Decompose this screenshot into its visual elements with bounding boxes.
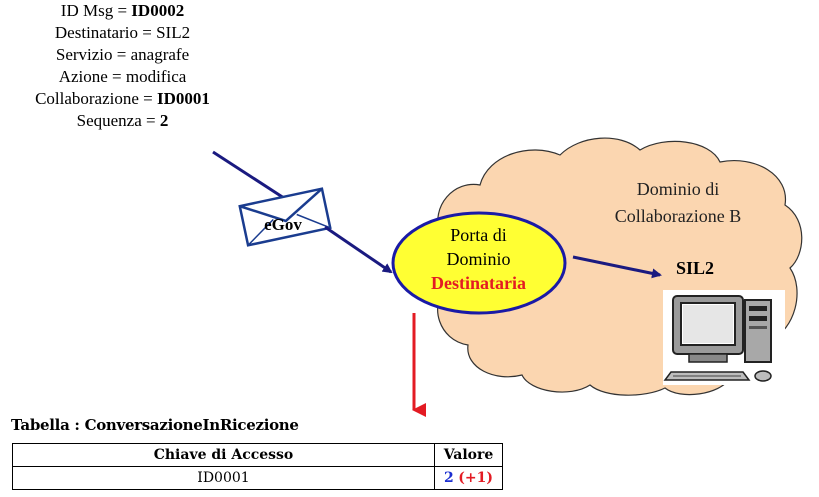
cell-value: 2 (+1) xyxy=(434,466,503,490)
cloud-label-line2: Collaborazione B xyxy=(614,206,742,226)
msg-servizio: Servizio = anagrafe xyxy=(55,45,190,64)
porta-label: Porta di Dominio Destinataria xyxy=(396,223,561,295)
porta-di-dominio-ellipse xyxy=(391,211,567,315)
porta-label-line1: Porta di xyxy=(450,225,507,245)
conversation-table: Chiave di Accesso Valore ID0001 2 (+1) xyxy=(12,443,503,490)
envelope-label: eGov xyxy=(264,215,302,234)
table-row: ID0001 2 (+1) xyxy=(12,466,503,490)
msg-collaborazione-line: Collaborazione = ID0001 xyxy=(35,89,210,108)
value-main: 2 xyxy=(444,470,454,486)
cloud-label: Dominio di Collaborazione B xyxy=(578,176,778,230)
msg-sequenza-line: Sequenza = 2 xyxy=(76,111,169,130)
porta-label-line2: Dominio xyxy=(446,249,511,269)
table-title: Tabella : ConversazioneInRicezione xyxy=(11,416,299,434)
header-chiave: Chiave di Accesso xyxy=(12,443,435,467)
msg-azione: Azione = modifica xyxy=(58,67,187,86)
value-delta: (+1) xyxy=(458,470,493,486)
sil2-label: SIL2 xyxy=(676,258,715,278)
arrow-porta-to-sil2 xyxy=(572,255,662,279)
table-header-row: Chiave di Accesso Valore xyxy=(12,443,503,467)
cloud-label-line1: Dominio di xyxy=(636,179,720,199)
msg-id-line: ID Msg = ID0002 xyxy=(60,1,185,20)
arrow-envelope-to-porta xyxy=(324,225,393,274)
header-valore: Valore xyxy=(434,443,503,467)
msg-destinatario: Destinatario = SIL2 xyxy=(54,23,191,42)
message-link-line xyxy=(212,150,288,202)
cell-key: ID0001 xyxy=(12,466,435,490)
message-attributes: ID Msg = ID0002 Destinatario = SIL2 Serv… xyxy=(0,0,245,132)
computer-icon xyxy=(663,290,785,385)
porta-label-line3: Destinataria xyxy=(431,273,526,293)
envelope-icon xyxy=(238,187,332,247)
